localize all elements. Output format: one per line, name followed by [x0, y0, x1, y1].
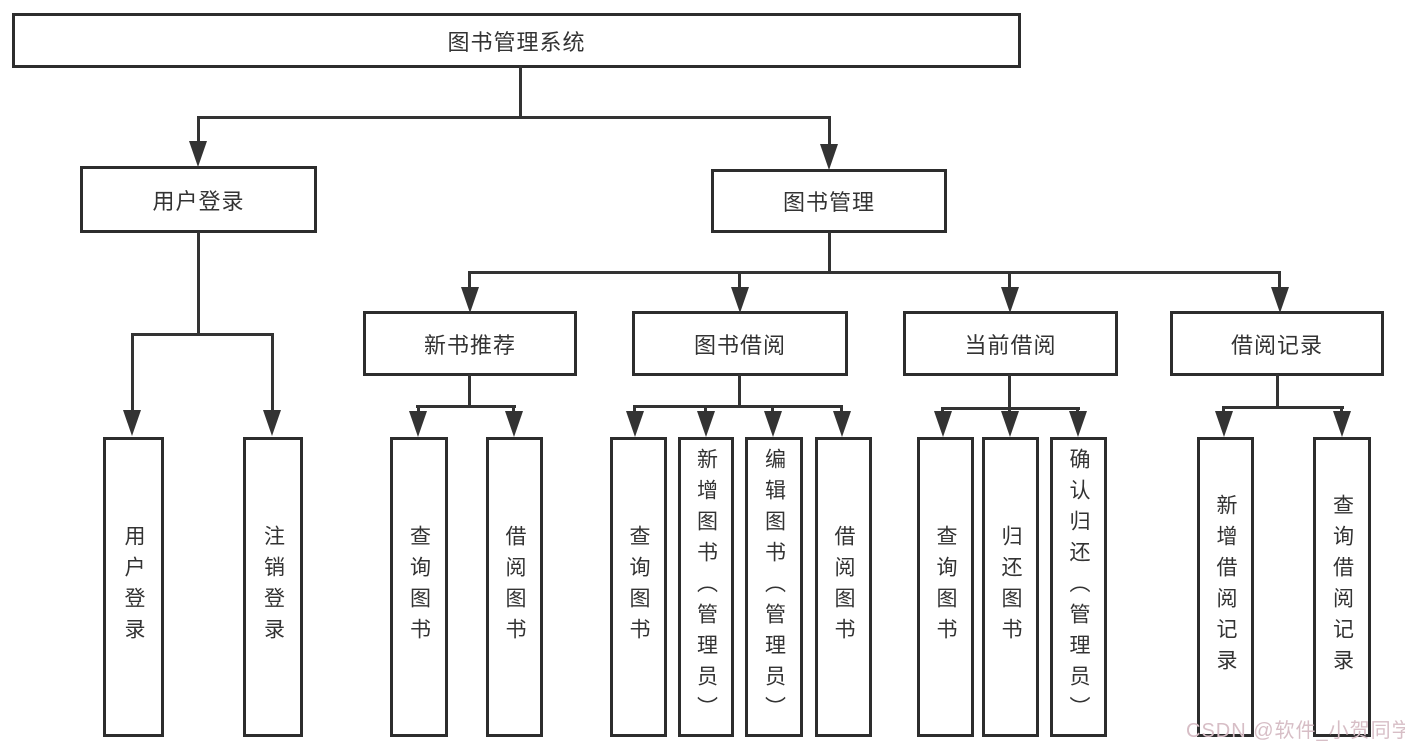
connector-records-drop-2	[1340, 406, 1343, 415]
connector-root-crossbar	[197, 116, 831, 119]
connector-book-mgmt-drop-4	[1278, 271, 1281, 287]
leaf-records-add-record: 新增借阅记录	[1197, 437, 1254, 737]
leaf-current-return-books: 归还图书	[982, 437, 1039, 737]
connector-recommend-crossbar	[416, 405, 516, 408]
connector-borrow-drop-1	[633, 405, 636, 415]
leaf-recommend-borrow-books-label: 借阅图书	[503, 525, 526, 649]
leaf-borrow-query-books-label: 查询图书	[627, 525, 650, 649]
node-borrow-records-label: 借阅记录	[1230, 332, 1323, 358]
connector-book-mgmt-drop-2	[738, 271, 741, 287]
arrow-to-leaf-borrow-borrow	[833, 411, 851, 437]
leaf-user-login: 用户登录	[103, 437, 164, 737]
connector-recommend-drop-2	[512, 405, 515, 415]
leaf-borrow-edit-books-admin-label: 编辑图书（管理员）	[762, 447, 786, 727]
node-book-borrow-label: 图书借阅	[693, 332, 786, 358]
arrow-to-book-borrow	[731, 287, 749, 313]
connector-user-login-stem	[197, 232, 200, 335]
arrow-to-leaf-borrow-query	[626, 411, 644, 437]
node-root: 图书管理系统	[12, 13, 1021, 68]
connector-borrow-drop-4	[840, 405, 843, 415]
leaf-records-query-record-label: 查询借阅记录	[1330, 494, 1354, 680]
connector-current-stem	[1008, 374, 1011, 410]
arrow-to-leaf-recommend-borrow	[505, 411, 523, 437]
leaf-borrow-borrow-books-label: 借阅图书	[832, 525, 855, 649]
connector-book-mgmt-drop-1	[468, 271, 471, 287]
leaf-records-add-record-label: 新增借阅记录	[1214, 494, 1237, 680]
node-borrow-records: 借阅记录	[1170, 311, 1384, 376]
leaf-borrow-add-books-admin-label: 新增图书（管理员）	[694, 447, 718, 727]
node-book-management-group: 图书管理	[711, 169, 947, 233]
leaf-recommend-query-books: 查询图书	[390, 437, 448, 737]
leaf-records-query-record: 查询借阅记录	[1313, 437, 1371, 737]
arrow-to-borrow-records	[1271, 287, 1289, 313]
node-root-label: 图书管理系统	[447, 29, 586, 55]
connector-book-mgmt-stem	[828, 232, 831, 274]
node-new-book-recommend-label: 新书推荐	[423, 332, 516, 358]
node-current-borrow: 当前借阅	[903, 311, 1118, 376]
arrow-to-leaf-recommend-query	[409, 411, 427, 437]
connector-root-left-drop	[197, 116, 200, 144]
leaf-recommend-query-books-label: 查询图书	[407, 525, 431, 649]
leaf-current-return-books-label: 归还图书	[999, 525, 1022, 649]
connector-records-stem	[1276, 374, 1279, 409]
arrow-to-leaf-logout	[263, 410, 281, 436]
arrow-to-leaf-borrow-add	[697, 411, 715, 437]
arrow-to-leaf-records-query	[1333, 411, 1351, 437]
arrow-to-new-book-recommend	[461, 287, 479, 313]
arrow-to-leaf-current-confirm	[1069, 411, 1087, 437]
connector-root-stem	[519, 66, 522, 118]
connector-user-login-left-drop	[131, 333, 134, 412]
leaf-current-confirm-return-admin: 确认归还（管理员）	[1050, 437, 1107, 737]
leaf-recommend-borrow-books: 借阅图书	[486, 437, 543, 737]
connector-recommend-drop-1	[417, 405, 420, 415]
node-new-book-recommend: 新书推荐	[363, 311, 577, 376]
connector-root-right-drop	[828, 116, 831, 146]
connector-borrow-stem	[738, 374, 741, 408]
node-current-borrow-label: 当前借阅	[964, 332, 1057, 358]
arrow-to-leaf-records-add	[1215, 411, 1233, 437]
arrow-to-user-login-group	[189, 141, 207, 167]
arrow-to-current-borrow	[1001, 287, 1019, 313]
connector-borrow-drop-2	[704, 405, 707, 415]
leaf-current-confirm-return-admin-label: 确认归还（管理员）	[1067, 447, 1090, 727]
leaf-borrow-edit-books-admin: 编辑图书（管理员）	[745, 437, 803, 737]
connector-borrow-drop-3	[771, 405, 774, 415]
leaf-user-login-label: 用户登录	[122, 525, 145, 649]
csdn-watermark: CSDN @软件_小贺同学	[1186, 720, 1405, 742]
arrow-to-leaf-current-return	[1001, 411, 1019, 437]
leaf-logout-label: 注销登录	[261, 525, 285, 649]
connector-records-drop-1	[1222, 406, 1225, 415]
node-book-management-group-label: 图书管理	[782, 190, 875, 215]
node-user-login-group-label: 用户登录	[152, 188, 245, 214]
connector-records-crossbar	[1222, 406, 1344, 409]
leaf-logout: 注销登录	[243, 437, 303, 737]
arrow-to-book-management-group	[820, 144, 838, 170]
node-user-login-group: 用户登录	[80, 166, 317, 233]
leaf-borrow-borrow-books: 借阅图书	[815, 437, 872, 737]
leaf-current-query-books-label: 查询图书	[934, 525, 957, 649]
leaf-borrow-add-books-admin: 新增图书（管理员）	[678, 437, 734, 737]
connector-borrow-crossbar	[633, 405, 843, 408]
connector-book-mgmt-drop-3	[1008, 271, 1011, 287]
leaf-current-query-books: 查询图书	[917, 437, 974, 737]
arrow-to-leaf-current-query	[934, 411, 952, 437]
node-book-borrow: 图书借阅	[632, 311, 848, 376]
leaf-borrow-query-books: 查询图书	[610, 437, 667, 737]
arrow-to-leaf-user-login	[123, 410, 141, 436]
connector-book-mgmt-crossbar	[468, 271, 1281, 274]
connector-user-login-right-drop	[271, 333, 274, 412]
connector-recommend-stem	[468, 374, 471, 408]
connector-user-login-crossbar	[131, 333, 274, 336]
arrow-to-leaf-borrow-edit	[764, 411, 782, 437]
